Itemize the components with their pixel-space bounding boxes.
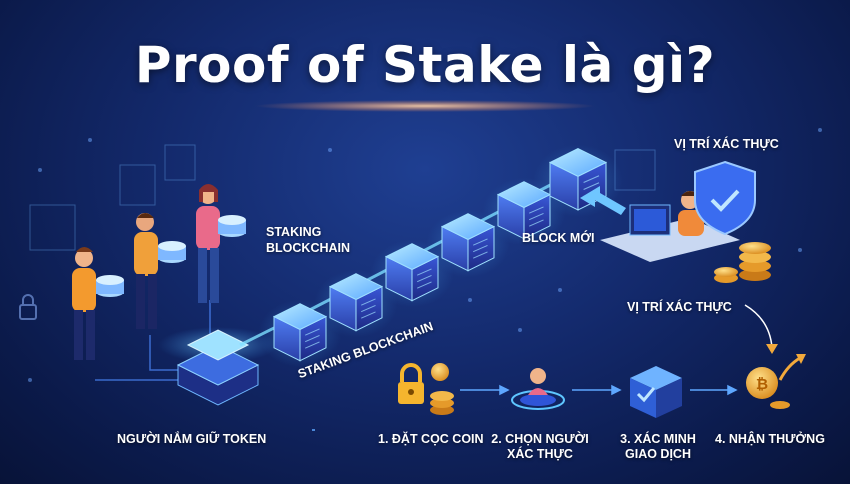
step-3-line-1: 3. XÁC MINH bbox=[620, 432, 696, 446]
shield-check-icon bbox=[694, 160, 756, 236]
title-glow bbox=[255, 100, 595, 112]
svg-text:₿: ₿ bbox=[756, 375, 768, 393]
new-block-label: BLOCK MỚI bbox=[522, 231, 595, 245]
step-1-icons bbox=[398, 363, 454, 415]
block-cube-6 bbox=[533, 144, 623, 218]
side-lock-icon bbox=[19, 294, 37, 320]
new-block-arrow-icon bbox=[580, 186, 626, 215]
network-dots bbox=[28, 128, 822, 382]
validator-curve-arrow bbox=[744, 304, 773, 349]
step-4-label: 4. NHẬN THƯỞNG bbox=[715, 432, 825, 446]
token-holders-label: NGƯỜI NẮM GIỮ TOKEN bbox=[117, 432, 267, 446]
step-2-label: 2. CHỌN NGƯỜI XÁC THỰC bbox=[490, 432, 590, 462]
validator-label-mid: VỊ TRÍ XÁC THỰC bbox=[627, 300, 732, 314]
staking-blockchain-label-top-2: BLOCKCHAIN bbox=[266, 241, 351, 255]
step-3-label: 3. XÁC MINH GIAO DỊCH bbox=[612, 432, 704, 462]
step-connectors bbox=[312, 384, 738, 431]
step-1-label: 1. ĐẶT CỌC COIN bbox=[378, 432, 484, 446]
page-title: Proof of Stake là gì? bbox=[134, 36, 716, 94]
step-2-line-1: 2. CHỌN NGƯỜI bbox=[491, 432, 589, 446]
stake-platform bbox=[158, 327, 278, 406]
validator-coins bbox=[714, 242, 771, 283]
step-2-line-2: XÁC THỰC bbox=[507, 447, 573, 461]
step-3-line-2: GIAO DỊCH bbox=[625, 447, 691, 461]
step-2-icon bbox=[511, 368, 565, 410]
coin-arrow-icon: ₿ bbox=[746, 354, 806, 409]
person-2 bbox=[134, 213, 186, 329]
person-1 bbox=[72, 247, 124, 360]
staking-blockchain-label-top-1: STAKING bbox=[266, 225, 322, 239]
blockchain-cubes bbox=[258, 144, 623, 368]
validator-label-top: VỊ TRÍ XÁC THỰC bbox=[674, 137, 779, 151]
holo-panels bbox=[29, 144, 656, 251]
person-3 bbox=[196, 184, 246, 303]
validator-desk bbox=[600, 191, 740, 262]
cube-check-icon bbox=[630, 366, 682, 418]
